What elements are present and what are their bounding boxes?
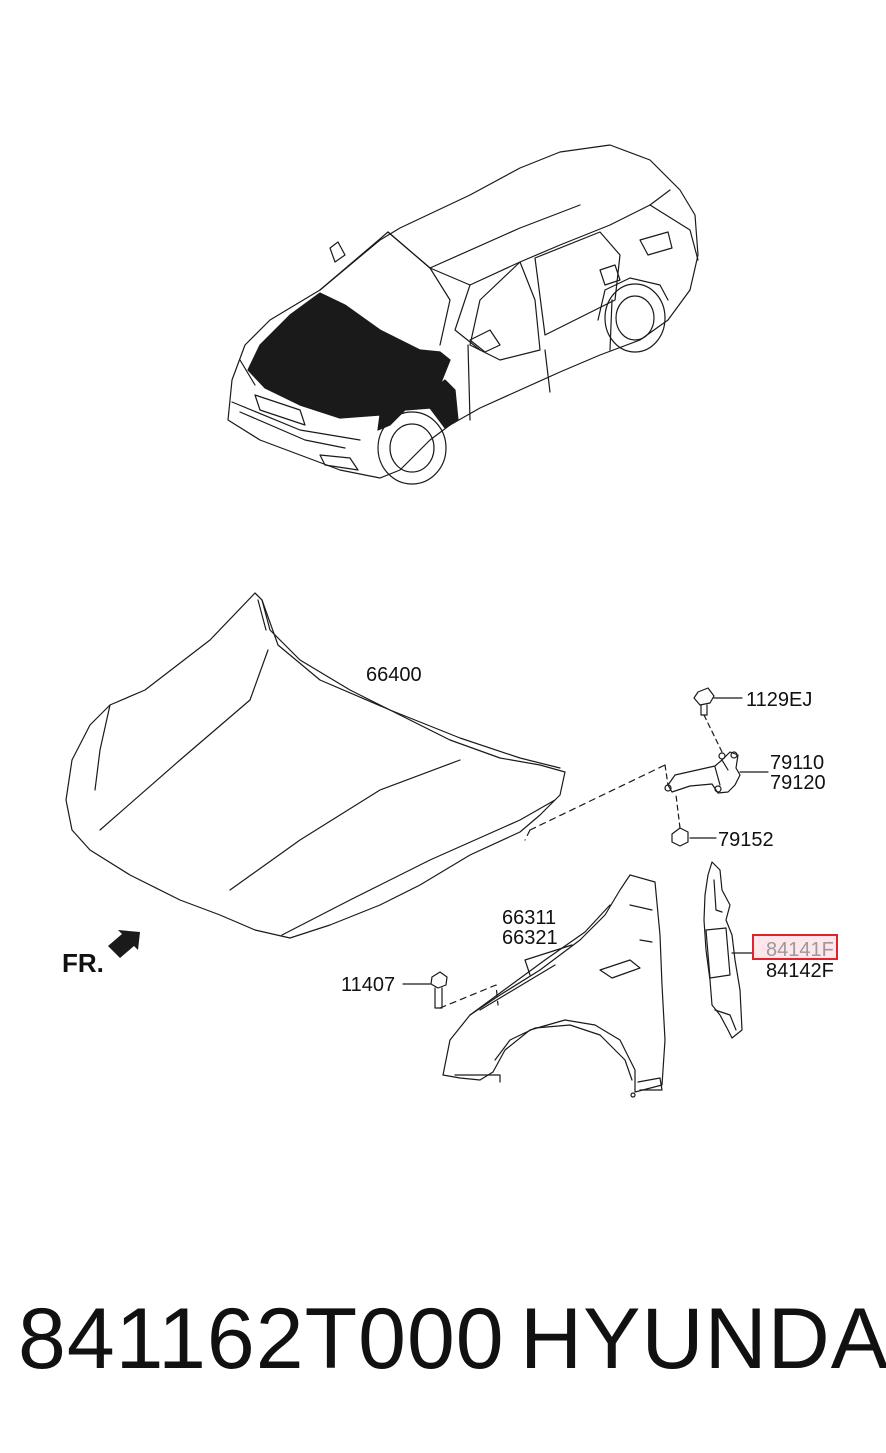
callout-11407[interactable]: 11407 xyxy=(341,974,395,996)
highlight-box xyxy=(752,934,838,960)
car-overview-illustration xyxy=(227,144,699,485)
callout-1129EJ[interactable]: 1129EJ xyxy=(746,689,812,711)
fender-leader xyxy=(524,944,573,976)
footer: 841162T000 HYUNDAI xyxy=(0,1290,886,1410)
car-hood-highlight xyxy=(247,292,451,419)
fender-part xyxy=(442,874,666,1098)
callout-79120[interactable]: 79120 xyxy=(770,772,826,794)
hinge-bolt-part xyxy=(693,687,715,716)
hood-hinge-assembly-line xyxy=(529,764,666,831)
callout-79152[interactable]: 79152 xyxy=(718,829,774,851)
part-number: 841162T000 xyxy=(18,1291,505,1387)
hinge-nut-part xyxy=(671,827,689,847)
callout-66400[interactable]: 66400 xyxy=(366,664,422,686)
front-direction-arrow xyxy=(108,930,140,958)
hinge-part xyxy=(664,751,741,794)
callout-84142F[interactable]: 84142F xyxy=(766,960,834,982)
fr-orientation-label: FR. xyxy=(62,948,104,978)
hood-part xyxy=(65,592,566,939)
callout-79110[interactable]: 79110 xyxy=(770,752,824,774)
fender-insulator-part xyxy=(703,861,743,1039)
callout-66321[interactable]: 66321 xyxy=(502,927,558,949)
callout-66311[interactable]: 66311 xyxy=(502,907,556,929)
callout-84141F[interactable]: 84141F xyxy=(766,939,834,961)
fender-bolt-part xyxy=(430,971,448,1009)
car-fender-highlight xyxy=(377,379,459,431)
brand-name: HYUNDAI xyxy=(520,1291,886,1387)
